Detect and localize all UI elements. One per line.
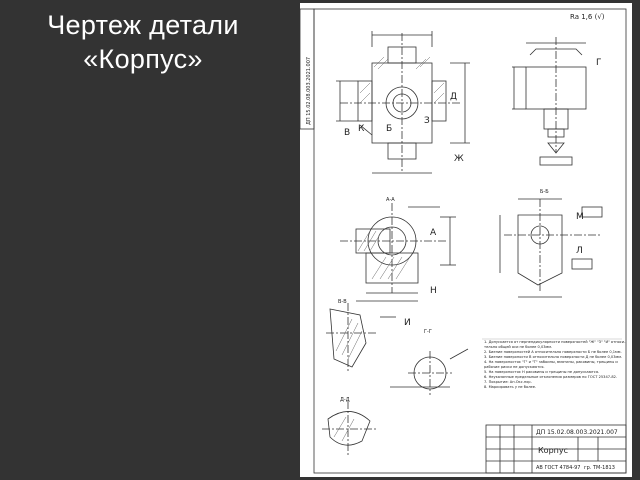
drawing-sheet: Ra 1,6 (√) В К Б З Ж Д Г А Н М Л И Б-Б А… [300,3,632,477]
side-view [512,37,587,166]
section-view-aa [340,203,456,302]
note-line-5: 4. На поверхностях "Г" и "Т" забоины, вм… [484,360,618,364]
view-label-dd: Д-Д [340,397,350,403]
technical-notes: 1. Допускается от перпендикулярности пов… [484,340,626,389]
view-label-aa: А-А [386,197,395,203]
note-line-10: 8. Маркировать у не более. [484,385,536,389]
label-l: Л [576,246,583,256]
label-i: И [404,318,411,328]
label-b: Б [386,124,392,134]
title-block [485,424,627,474]
label-n: Н [430,286,437,296]
detail-view [390,348,469,395]
label-z: З [424,116,430,126]
label-a: А [430,228,437,238]
main-view-hatching [359,56,445,104]
section-view-right [499,198,603,298]
view-label-vv: В-В [338,299,347,305]
label-v: В [344,128,350,138]
note-line-8: 6. Неуказанные предельные отклонения раз… [484,375,617,379]
label-zh: Ж [454,154,464,164]
note-line-6: рабочие риски не допускаются. [484,365,545,369]
view-label-gg: Г-Г [424,329,432,335]
stamp-group: гр. ТМ-1813 [584,465,615,471]
drawing-frame [313,8,627,474]
main-view [336,31,470,174]
section-view-small [326,303,396,373]
section-view-bottom [322,401,378,455]
roughness-symbol: Ra 1,6 (√) [570,13,605,21]
slide-title-line-1: Чертеж детали [47,10,239,40]
note-line-2: тельно общей оси не более 0,03мм. [484,345,552,349]
small-section-hatching [335,318,363,360]
label-g: Г [596,58,602,68]
label-k: К [358,124,365,134]
view-label-bb: Б-Б [540,189,549,195]
bottom-section-hatching [333,416,355,442]
note-line-9: 7. Покрытие: Ан.Окс.нхр. [484,380,532,384]
technical-drawing: Ra 1,6 (√) В К Б З Ж Д Г А Н М Л И Б-Б А… [300,8,627,474]
stamp-doc-code: ДП 15.02.08.003.2021.007 [536,429,618,436]
note-line-3: 2. Биение поверхностей А относительно по… [484,350,622,354]
stamp-part-name: Корпус [538,446,568,455]
section-aa-hatching [357,230,411,280]
note-line-1: 1. Допускается от перпендикулярности пов… [484,340,626,344]
label-m: М [576,212,584,222]
slide-title: Чертеж детали «Корпус» [18,8,268,76]
slide-title-line-2: «Корпус» [83,44,203,74]
vertical-stamp-box [300,8,315,130]
label-d: Д [450,92,457,102]
note-line-7: 5. На поверхностях Н раковины и трещины … [484,370,599,374]
stamp-vertical-code: ДП 15.02.08.003.2021.007 [306,57,312,125]
stamp-material: АВ ГОСТ 4784-97 [536,465,580,471]
note-line-4: 3. Биение поверхности В относительно пов… [484,355,622,359]
